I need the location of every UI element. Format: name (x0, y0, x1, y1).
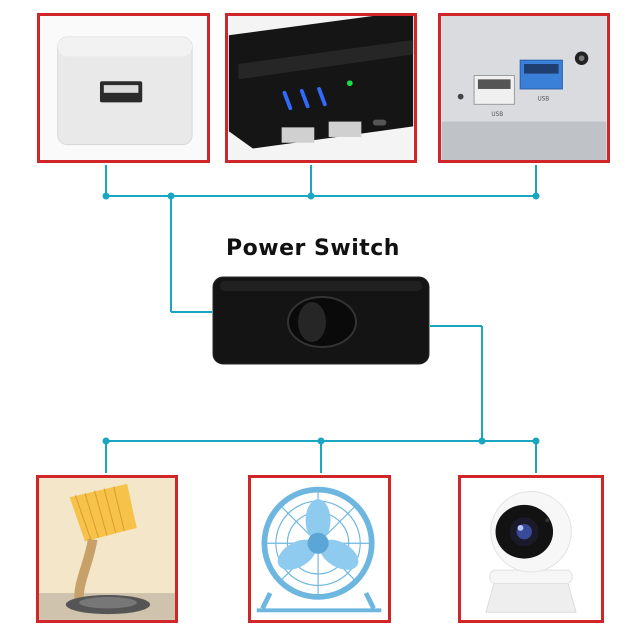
diagram-title: Power Switch (226, 236, 400, 261)
junction-dot (167, 192, 175, 200)
junction-dot (317, 437, 325, 445)
usb3-port-label: USB (537, 96, 549, 102)
computer-usb-ports-image: USB USB (441, 16, 607, 160)
junction-dot (532, 192, 540, 200)
usb-port-icon (281, 127, 315, 143)
power-switch (212, 276, 430, 365)
usb-wall-charger-image (40, 16, 207, 160)
junction-dot (532, 437, 540, 445)
usb-wall-charger-frame (37, 13, 210, 163)
junction-dot (478, 437, 486, 445)
power-bank-image (228, 16, 414, 160)
desk-lamp-frame (36, 475, 178, 623)
desk-lamp-image (39, 478, 175, 620)
junction-dot (102, 192, 110, 200)
desk-fan-image (251, 478, 388, 620)
computer-usb-ports-frame: USB USB (438, 13, 610, 163)
security-camera-frame (458, 475, 604, 623)
desk-fan-frame (248, 475, 391, 623)
junction-dot (102, 437, 110, 445)
security-camera-image (461, 478, 601, 620)
junction-dot (307, 192, 315, 200)
usb-port-label: USB (491, 112, 503, 118)
usb-port-icon (328, 121, 362, 137)
power-bank-frame (225, 13, 417, 163)
